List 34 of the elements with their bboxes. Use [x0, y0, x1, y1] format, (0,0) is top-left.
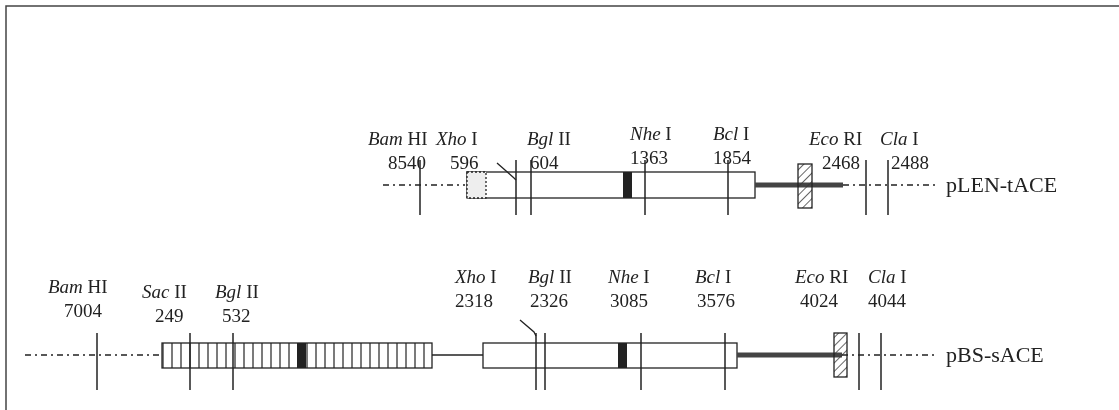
enzyme-site-name: Bam HI — [368, 128, 428, 150]
site-position: 2326 — [530, 290, 568, 312]
enzyme-site-name: Nhe I — [608, 266, 650, 288]
site-position: 4024 — [800, 290, 838, 312]
site-position: 604 — [530, 152, 559, 174]
construct-name: pLEN-tACE — [946, 174, 1058, 196]
site-position: 1363 — [630, 147, 668, 169]
enzyme-site-name: Eco RI — [809, 128, 863, 150]
site-position: 2468 — [822, 152, 860, 174]
site-position: 3576 — [697, 290, 735, 312]
enzyme-site-name: Bam HI — [48, 276, 108, 298]
site-position: 1854 — [713, 147, 751, 169]
enzyme-site-name: Xho I — [455, 266, 497, 288]
enzyme-site-name: Bgl II — [215, 281, 259, 303]
site-position: 3085 — [610, 290, 648, 312]
site-position: 249 — [155, 305, 184, 327]
enzyme-site-name: Bgl II — [527, 128, 571, 150]
enzyme-site-name: Bcl I — [695, 266, 732, 288]
site-position: 596 — [450, 152, 479, 174]
site-position: 2318 — [455, 290, 493, 312]
enzyme-site-name: Cla I — [880, 128, 919, 150]
enzyme-site-name: Sac II — [142, 281, 187, 303]
site-position: 2488 — [891, 152, 929, 174]
site-position: 4044 — [868, 290, 906, 312]
enzyme-site-name: Eco RI — [795, 266, 849, 288]
site-position: 8540 — [388, 152, 426, 174]
enzyme-site-name: Bcl I — [713, 123, 750, 145]
enzyme-site-name: Bgl II — [528, 266, 572, 288]
construct-name: pBS-sACE — [946, 344, 1044, 366]
enzyme-site-name: Cla I — [868, 266, 907, 288]
enzyme-site-name: Xho I — [436, 128, 478, 150]
site-position: 7004 — [64, 300, 102, 322]
site-position: 532 — [222, 305, 251, 327]
enzyme-site-name: Nhe I — [630, 123, 672, 145]
